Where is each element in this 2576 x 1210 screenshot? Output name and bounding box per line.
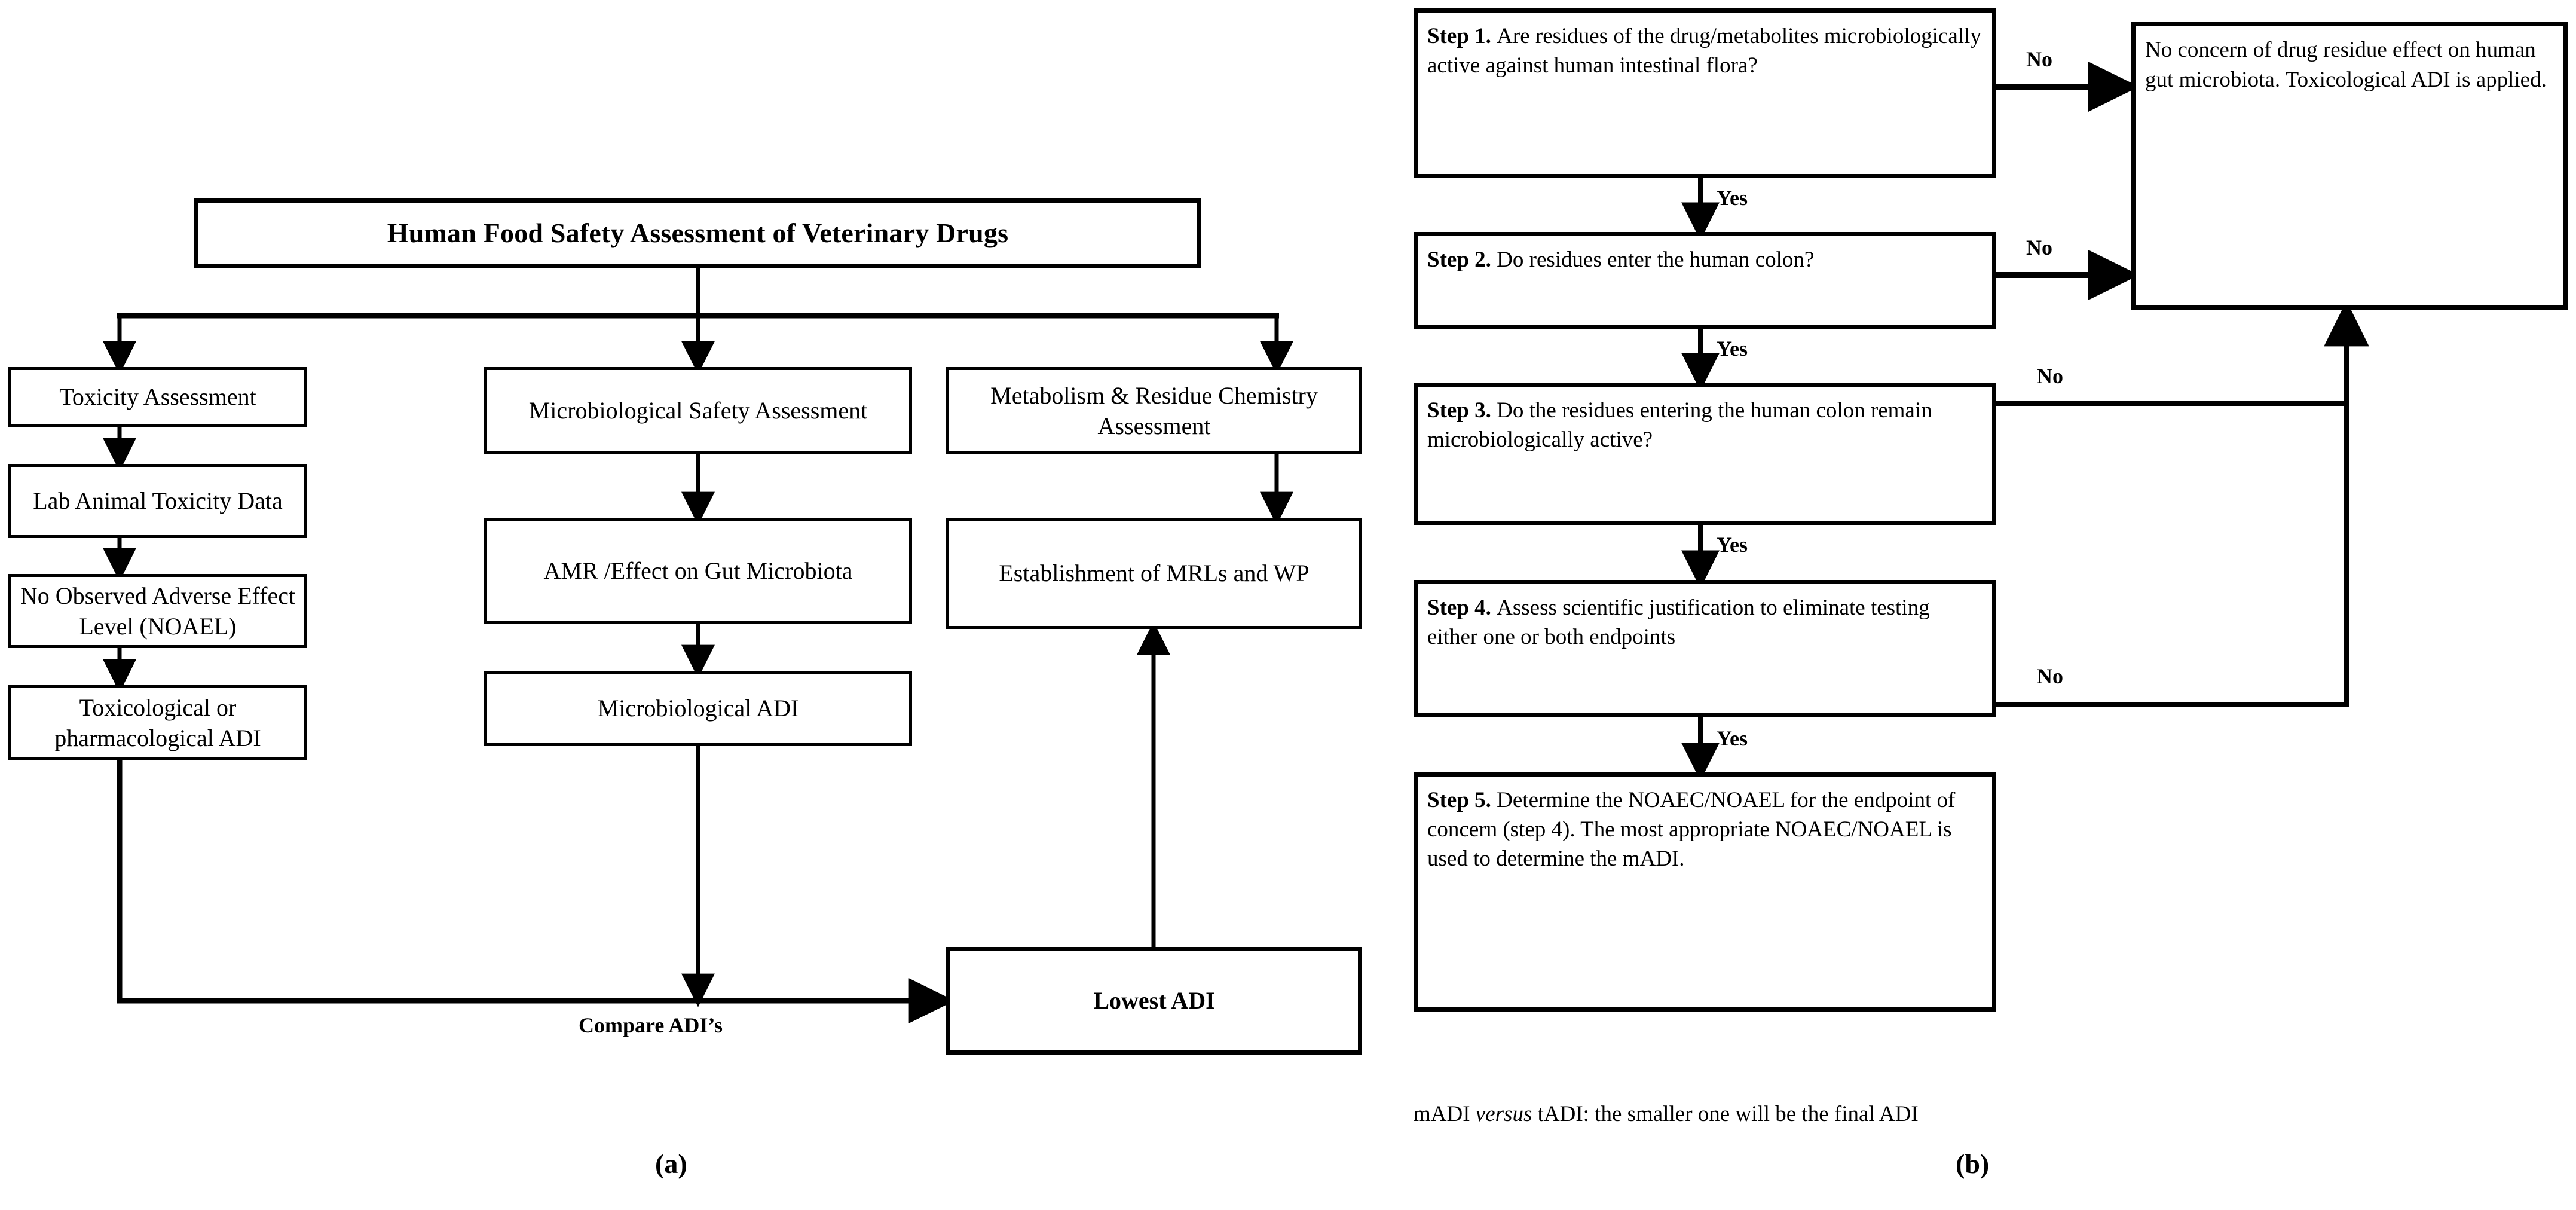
edge-label-step2-yes: Yes	[1717, 337, 1748, 360]
edge-label-step2-no: No	[2026, 236, 2052, 259]
edge-label-step3-no: No	[2037, 364, 2063, 388]
panel-a-title-box: Human Food Safety Assessment of Veterina…	[194, 198, 1201, 268]
step-5-text: Determine the NOAEC/NOAEL for the endpoi…	[1427, 788, 1956, 871]
node-amr-effect-on-gut-microbiota: AMR /Effect on Gut Microbiota	[484, 518, 912, 624]
node-label: Microbiological ADI	[597, 695, 799, 722]
node-label: Toxicological or pharmacological ADI	[54, 693, 261, 751]
edge-label-step1-no: No	[2026, 47, 2052, 71]
step-2-text: Do residues enter the human colon?	[1497, 248, 1815, 272]
panel-b-footnote: mADI versus tADI: the smaller one will b…	[1414, 1101, 1919, 1127]
node-toxicological-adi: Toxicological or pharmacological ADI	[8, 685, 307, 760]
node-microbiological-safety-assessment: Microbiological Safety Assessment	[484, 367, 912, 454]
panel-b-label: (b)	[1956, 1148, 1990, 1179]
panel-a-title: Human Food Safety Assessment of Veterina…	[387, 217, 1009, 248]
edge-label-step4-yes: Yes	[1717, 726, 1748, 750]
step-2-number: Step 2.	[1427, 248, 1497, 272]
node-noael: No Observed Adverse Effect Level (NOAEL)	[8, 574, 307, 648]
footnote-suffix: tADI: the smaller one will be the final …	[1532, 1102, 1919, 1126]
node-toxicity-assessment: Toxicity Assessment	[8, 367, 307, 427]
step-1-text: Are residues of the drug/metabolites mic…	[1427, 24, 1981, 78]
edge-label-compare-adis: Compare ADI’s	[579, 1013, 723, 1037]
step-2-box: Step 2. Do residues enter the human colo…	[1414, 232, 1996, 329]
step-4-number: Step 4.	[1427, 595, 1497, 620]
edge-label-step3-yes: Yes	[1717, 533, 1748, 557]
outcome-box: No concern of drug residue effect on hum…	[2131, 22, 2568, 310]
node-microbiological-adi: Microbiological ADI	[484, 671, 912, 746]
edge-label-step1-yes: Yes	[1717, 186, 1748, 210]
step-5-box: Step 5. Determine the NOAEC/NOAEL for th…	[1414, 772, 1996, 1012]
node-label: Lowest ADI	[1093, 987, 1215, 1015]
node-lab-animal-toxicity-data: Lab Animal Toxicity Data	[8, 464, 307, 538]
outcome-text: No concern of drug residue effect on hum…	[2145, 38, 2547, 92]
step-3-number: Step 3.	[1427, 398, 1497, 423]
node-label: AMR /Effect on Gut Microbiota	[543, 557, 853, 585]
step-1-number: Step 1.	[1427, 24, 1497, 48]
step-3-text: Do the residues entering the human colon…	[1427, 398, 1932, 452]
step-1-box: Step 1. Are residues of the drug/metabol…	[1414, 8, 1996, 178]
node-establishment-of-mrls-and-wp: Establishment of MRLs and WP	[946, 518, 1362, 629]
node-label: No Observed Adverse Effect Level (NOAEL)	[20, 582, 296, 640]
footnote-italic: versus	[1475, 1102, 1532, 1126]
footnote-prefix: mADI	[1414, 1102, 1476, 1126]
step-4-text: Assess scientific justification to elimi…	[1427, 595, 1930, 649]
step-5-number: Step 5.	[1427, 788, 1497, 812]
node-label: Lab Animal Toxicity Data	[33, 487, 283, 515]
node-label: Metabolism & Residue Chemistry Assessmen…	[990, 381, 1318, 439]
node-lowest-adi: Lowest ADI	[946, 947, 1362, 1055]
node-label: Toxicity Assessment	[59, 383, 256, 411]
step-3-box: Step 3. Do the residues entering the hum…	[1414, 383, 1996, 525]
node-label: Establishment of MRLs and WP	[999, 560, 1310, 587]
step-4-box: Step 4. Assess scientific justification …	[1414, 580, 1996, 717]
node-label: Microbiological Safety Assessment	[528, 397, 868, 424]
panel-a-label: (a)	[655, 1148, 687, 1179]
node-metabolism-residue-chemistry-assessment: Metabolism & Residue Chemistry Assessmen…	[946, 367, 1362, 454]
edge-label-step4-no: No	[2037, 664, 2063, 688]
